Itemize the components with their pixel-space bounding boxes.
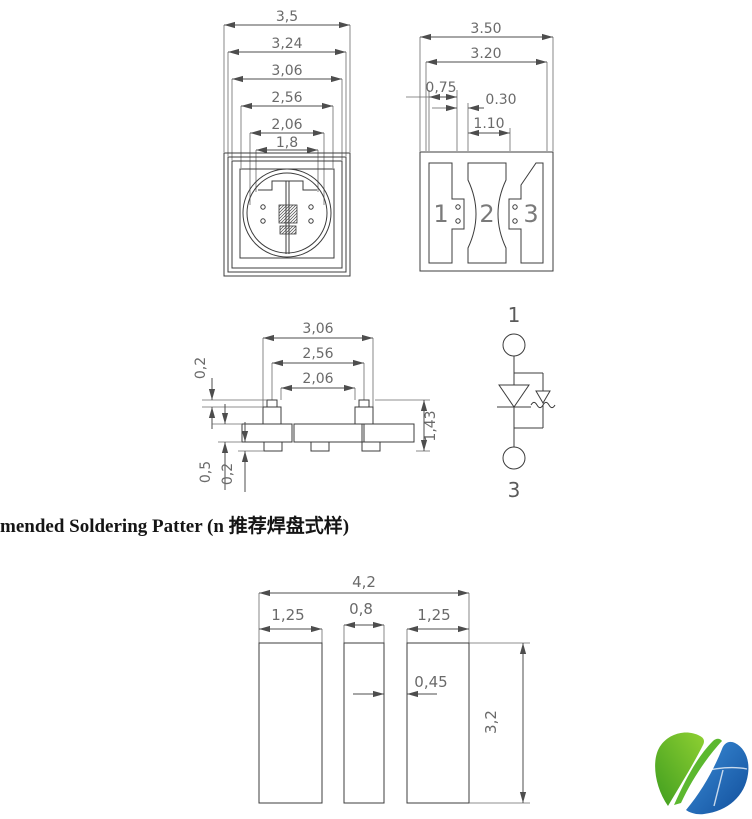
lens-outer-circle — [242, 168, 332, 258]
logo-leaf-stripe — [674, 738, 722, 805]
right-post-top — [358, 399, 370, 408]
circuit-schematic: 1 3 — [497, 303, 556, 502]
pin-3-terminal — [502, 446, 526, 470]
package-bottom-outline — [419, 151, 554, 272]
schematic-pin-1: 1 — [508, 303, 521, 327]
pad-1 — [428, 162, 465, 264]
solder-pad-center — [343, 642, 385, 804]
dim-label: 3,06 — [271, 63, 302, 79]
left-post-top — [266, 399, 278, 408]
body-right-cap — [363, 423, 415, 443]
dim-label: 0,8 — [349, 600, 373, 618]
dim-label: 0,45 — [414, 673, 447, 691]
solder-pad-right — [406, 642, 470, 804]
dim-label: 1,43 — [423, 410, 439, 441]
dim-label: 2,06 — [271, 117, 302, 133]
dim-label: 0,75 — [425, 80, 456, 96]
solder-pattern-view: 4,2 1,25 0,8 1,25 0,45 3,2 — [258, 573, 530, 804]
dim-label: 3,2 — [482, 710, 500, 734]
dim-label: 3,5 — [276, 9, 298, 25]
solder-pad-left — [258, 642, 323, 804]
dim-label: 1,25 — [417, 606, 450, 624]
dim-label: 0,5 — [198, 461, 214, 483]
dim-label: 1.10 — [473, 116, 504, 132]
tvs-diode-symbol — [535, 390, 551, 404]
dim-label: 0,2 — [220, 463, 236, 485]
schematic-pin-3: 3 — [508, 478, 521, 502]
pin-1-terminal — [502, 333, 526, 357]
soldering-pattern-heading: mended Soldering Patter (n 推荐焊盘式样) — [0, 516, 350, 537]
dim-label: 2,06 — [302, 371, 333, 387]
dim-label: 4,2 — [352, 573, 376, 591]
foot-right — [361, 441, 381, 452]
pad-3 — [508, 162, 544, 264]
package-outline — [223, 152, 351, 277]
dim-label: 2,56 — [271, 90, 302, 106]
package-top-view: 3,5 3,24 3,06 2,56 2,06 1,8 — [223, 9, 351, 277]
company-logo — [655, 732, 749, 815]
die-chip — [278, 204, 298, 224]
body-left-cap — [241, 423, 293, 443]
dim-label: 3.50 — [470, 21, 501, 37]
dim-label: 3,06 — [302, 321, 333, 337]
foot-center — [310, 441, 330, 452]
dim-label: 3,24 — [271, 36, 302, 52]
lead-frame-notch — [258, 180, 317, 191]
dim-label: 3.20 — [470, 46, 501, 62]
left-post — [262, 406, 282, 425]
dim-label: 2,56 — [302, 346, 333, 362]
lens-inner-circle — [246, 172, 328, 254]
dim-label: 1,25 — [271, 606, 304, 624]
logo-leaf — [655, 732, 704, 806]
package-bottom-view: 3.50 3.20 0,75 0.30 1.10 — [406, 21, 554, 272]
led-diode-symbol — [498, 384, 530, 408]
pad-2 — [467, 162, 507, 264]
dim-label: 0.30 — [485, 92, 516, 108]
pad-number: 2 — [479, 200, 494, 228]
foot-left — [263, 441, 283, 452]
dim-label: 1,8 — [276, 135, 298, 151]
pad-number: 3 — [523, 200, 538, 228]
dim-label: 0,2 — [193, 357, 209, 379]
body-center — [293, 423, 363, 443]
protection-chip — [279, 225, 297, 235]
package-side-view: 3,06 2,56 2,06 0,2 — [193, 321, 439, 492]
pad-number: 1 — [433, 200, 448, 228]
logo-sail — [686, 741, 749, 815]
right-post — [354, 406, 374, 425]
